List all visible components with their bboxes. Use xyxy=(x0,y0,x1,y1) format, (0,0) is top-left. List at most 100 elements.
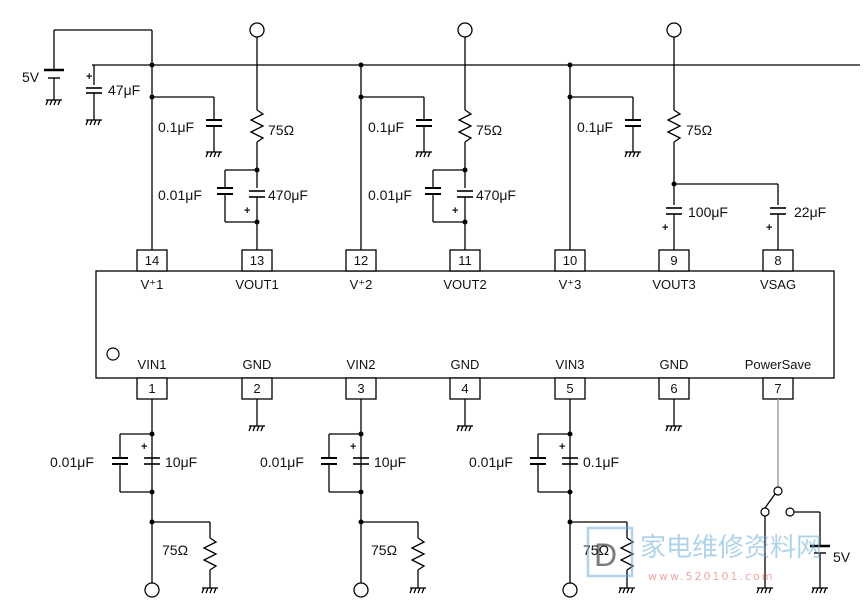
pin-5: 5 VIN3 xyxy=(554,357,586,400)
svg-text:1: 1 xyxy=(148,381,155,396)
pin-3: 3 VIN2 xyxy=(345,357,377,400)
pin-10: 10 V⁺3 xyxy=(554,249,586,292)
ground-icon xyxy=(201,587,218,594)
svg-text:12: 12 xyxy=(354,253,368,268)
svg-text:PowerSave: PowerSave xyxy=(745,357,811,372)
supply-section: 5V + 47μF xyxy=(22,29,860,250)
ground-icon xyxy=(811,587,828,594)
svg-text:10: 10 xyxy=(563,253,577,268)
svg-text:+: + xyxy=(244,205,250,217)
in-small-cap-label: 0.01μF xyxy=(469,454,513,470)
powersave-switch: 5V xyxy=(756,399,851,594)
out-resistor-label: 75Ω xyxy=(268,122,294,138)
ground-icon xyxy=(665,425,682,432)
svg-text:V⁺3: V⁺3 xyxy=(559,277,582,292)
svg-text:+: + xyxy=(766,222,772,234)
svg-text:+: + xyxy=(452,205,458,217)
pin-12: 12 V⁺2 xyxy=(345,249,377,292)
pin-13: 13 VOUT1 xyxy=(235,249,279,292)
in-cap-label: 0.1μF xyxy=(583,454,619,470)
channel3-input: + 0.01μF 0.1μF 75Ω xyxy=(469,399,635,598)
pin-8: 8 VSAG xyxy=(760,249,796,292)
channel1-output: 0.1μF + 75Ω 0.01μF 470μF xyxy=(149,22,308,250)
svg-text:VOUT3: VOUT3 xyxy=(652,277,695,292)
in-resistor-label: 75Ω xyxy=(162,542,188,558)
svg-text:D: D xyxy=(594,537,617,573)
channel1-input: + 0.01μF 10μF 75Ω xyxy=(50,399,218,598)
svg-text:VIN3: VIN3 xyxy=(556,357,585,372)
pin-7: 7 PowerSave xyxy=(745,357,811,400)
out-resistor-label: 75Ω xyxy=(686,122,712,138)
svg-text:7: 7 xyxy=(774,381,781,396)
svg-text:VOUT2: VOUT2 xyxy=(443,277,486,292)
ic-package xyxy=(95,270,835,379)
svg-text:+: + xyxy=(559,441,565,453)
pin1-marker-icon xyxy=(106,347,120,361)
ground-icon xyxy=(45,99,62,106)
top-pins: 14 V⁺1 13 VOUT1 12 V⁺2 11 VOUT2 10 V⁺3 9… xyxy=(136,249,796,292)
svg-text:5: 5 xyxy=(566,381,573,396)
switch-supply-label: 5V xyxy=(833,549,851,565)
watermark-logo-icon: D xyxy=(586,526,634,578)
in-cap-label: 10μF xyxy=(374,454,406,470)
svg-text:GND: GND xyxy=(243,357,272,372)
ground-icon xyxy=(205,151,222,158)
svg-text:V⁺2: V⁺2 xyxy=(350,277,373,292)
bottom-pins: 1 VIN1 2 GND 3 VIN2 4 GND 5 VIN3 6 GND xyxy=(136,357,811,400)
vsag-cap-label: 22μF xyxy=(794,204,826,220)
channel2-input: + 0.01μF 10μF 75Ω xyxy=(260,399,426,598)
pin-1: 1 VIN1 xyxy=(136,357,168,400)
svg-text:+: + xyxy=(662,222,668,234)
gnd-pins xyxy=(248,399,682,432)
in-resistor-label: 75Ω xyxy=(371,542,397,558)
pin-4: 4 GND xyxy=(449,357,481,400)
ground-icon xyxy=(85,119,102,126)
svg-text:V⁺1: V⁺1 xyxy=(141,277,164,292)
svg-text:GND: GND xyxy=(451,357,480,372)
svg-text:13: 13 xyxy=(250,253,264,268)
pin-9: 9 VOUT3 xyxy=(652,249,696,292)
svg-text:8: 8 xyxy=(774,253,781,268)
watermark: D 家电维修资料网 www.520101.com xyxy=(586,526,822,583)
switch-common-icon xyxy=(773,486,783,496)
in-small-cap-label: 0.01μF xyxy=(260,454,304,470)
out-electrolytic-label: 470μF xyxy=(476,187,516,203)
pin-11: 11 VOUT2 xyxy=(443,249,487,292)
ground-icon xyxy=(248,425,265,432)
pin-2: 2 GND xyxy=(241,357,273,400)
watermark-url: www.520101.com xyxy=(648,570,774,583)
svg-text:VOUT1: VOUT1 xyxy=(235,277,278,292)
out-small-cap-label: 0.01μF xyxy=(158,187,202,203)
svg-text:14: 14 xyxy=(145,253,159,268)
svg-text:VIN2: VIN2 xyxy=(347,357,376,372)
svg-text:6: 6 xyxy=(670,381,677,396)
svg-text:+: + xyxy=(141,441,147,453)
watermark-title: 家电维修资料网 xyxy=(640,533,822,563)
channel3-output: 0.1μF + 75Ω 100μF + 22μF xyxy=(567,22,826,250)
svg-text:3: 3 xyxy=(357,381,364,396)
ground-icon xyxy=(756,587,773,594)
svg-text:VIN1: VIN1 xyxy=(138,357,167,372)
svg-text:4: 4 xyxy=(461,381,468,396)
out-electrolytic-label: 470μF xyxy=(268,187,308,203)
bulk-cap-label: 47μF xyxy=(108,82,140,98)
in-small-cap-label: 0.01μF xyxy=(50,454,94,470)
pin-6: 6 GND xyxy=(658,357,690,400)
svg-text:9: 9 xyxy=(670,253,677,268)
in-resistor-label: 75Ω xyxy=(583,542,609,558)
supply-voltage-label: 5V xyxy=(22,69,40,85)
ground-icon xyxy=(415,151,432,158)
decoupling-cap-label: 0.1μF xyxy=(577,119,613,135)
out-resistor-label: 75Ω xyxy=(476,122,502,138)
out-small-cap-label: 0.01μF xyxy=(368,187,412,203)
ground-icon xyxy=(409,587,426,594)
svg-text:2: 2 xyxy=(253,381,260,396)
svg-text:+: + xyxy=(86,71,92,83)
svg-text:+: + xyxy=(350,441,356,453)
svg-text:GND: GND xyxy=(660,357,689,372)
ground-icon xyxy=(624,151,641,158)
ground-icon xyxy=(618,587,635,594)
svg-text:11: 11 xyxy=(458,253,472,268)
ground-icon xyxy=(456,425,473,432)
